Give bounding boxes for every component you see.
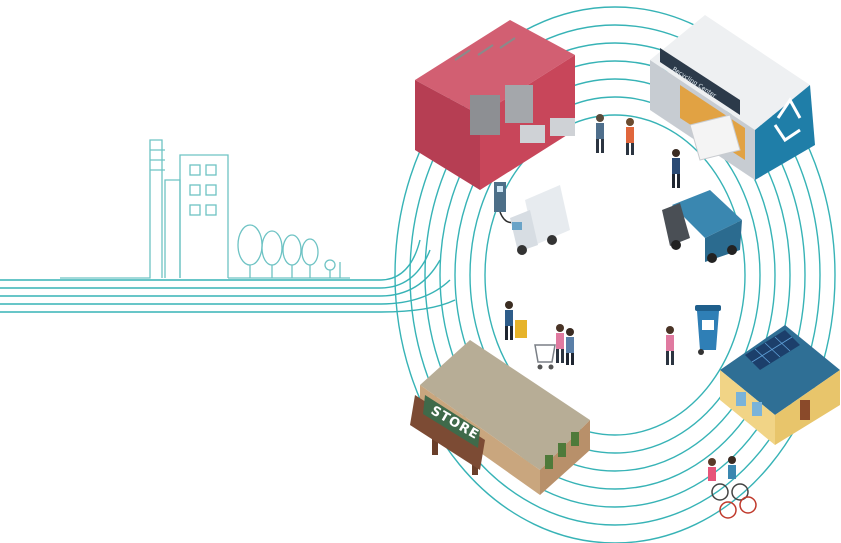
trees-icon — [237, 224, 341, 278]
factory-icon — [415, 20, 575, 190]
solar-panel-icon — [745, 330, 800, 370]
shopping-cart-icon — [534, 344, 556, 370]
horizontal-flow-lines — [0, 239, 456, 313]
garbage-truck-icon — [662, 190, 742, 263]
person-icon — [596, 114, 680, 188]
cyclist-icon — [708, 456, 757, 519]
person-icon — [556, 324, 674, 365]
recycle-symbol-icon — [773, 97, 802, 143]
store-icon: STORE — [410, 340, 590, 495]
recycling-center-icon: Recycling Center — [650, 15, 815, 180]
ev-charger-icon — [494, 182, 516, 224]
city-skyline-icon — [60, 139, 350, 279]
person-icon — [505, 301, 527, 340]
delivery-truck-icon — [510, 185, 570, 255]
house-icon — [720, 325, 840, 445]
recycling-bin-icon — [695, 305, 721, 355]
concentric-rings — [394, 6, 836, 543]
